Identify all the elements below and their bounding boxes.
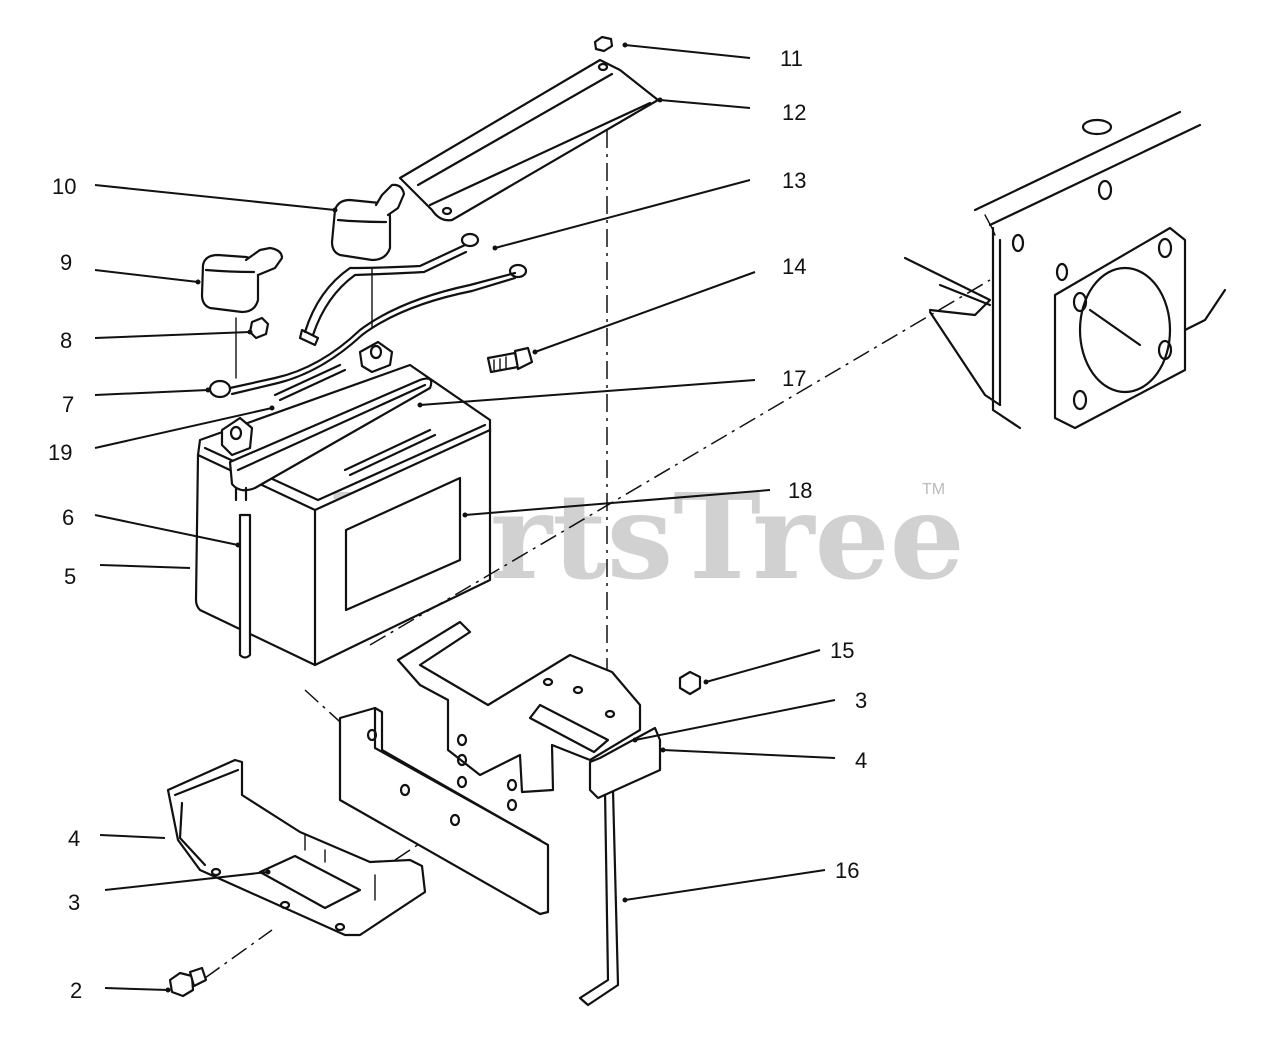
callout-numbers: 11 12 10 13 9 14 8 7 17 19 18 6 5 15 3 4… (48, 46, 867, 1003)
callout-15: 15 (830, 638, 854, 663)
callout-17: 17 (782, 366, 806, 391)
callout-5: 5 (64, 564, 76, 589)
callout-4-lower: 4 (68, 826, 80, 851)
watermark-trademark: TM (922, 481, 945, 498)
battery (194, 363, 492, 667)
callout-leaders (94, 42, 836, 993)
lower-bracket (166, 758, 427, 937)
callout-2: 2 (70, 978, 82, 1003)
upper-bracket (396, 620, 702, 812)
cables (208, 232, 528, 502)
j-bolt-6 (238, 513, 252, 659)
center-line-2 (369, 279, 991, 646)
bolt-14 (486, 346, 534, 374)
callout-19: 19 (48, 440, 72, 465)
mounting-plate (338, 706, 550, 916)
callout-18: 18 (788, 478, 812, 503)
j-bolt-16 (578, 788, 620, 1007)
callout-3-upper: 3 (855, 688, 867, 713)
callout-16: 16 (835, 858, 859, 883)
callout-3-lower: 3 (68, 890, 80, 915)
callout-8: 8 (60, 328, 72, 353)
callout-10: 10 (52, 174, 76, 199)
hold-down-strap (398, 35, 660, 222)
terminal-covers (200, 183, 406, 314)
callout-4-upper: 4 (855, 748, 867, 773)
tractor-frame (903, 110, 1227, 430)
callout-12: 12 (782, 100, 806, 125)
callout-11: 11 (780, 46, 803, 71)
callout-7: 7 (62, 392, 74, 417)
bolt-2 (168, 966, 208, 998)
callout-14: 14 (782, 254, 806, 279)
callout-6: 6 (62, 505, 74, 530)
callout-9: 9 (60, 250, 72, 275)
center-line-5 (204, 929, 273, 979)
callout-13: 13 (782, 168, 806, 193)
